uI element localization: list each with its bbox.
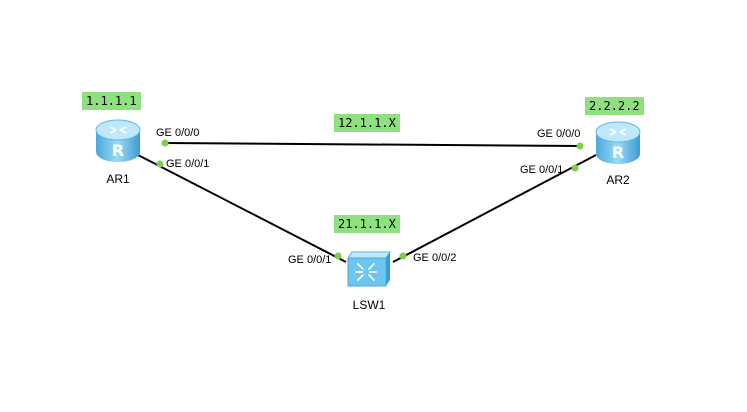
router-icon: R (595, 121, 641, 164)
port-label-ar2-ge001: GE 0/0/1 (520, 164, 564, 176)
port-label-ar2-ge000: GE 0/0/0 (537, 128, 581, 140)
port-label-lsw1-ge002: GE 0/0/2 (413, 252, 457, 264)
link-ar1-ar2[interactable] (164, 142, 581, 147)
device-name-ar1: AR1 (106, 172, 130, 186)
router-ar1[interactable]: R (94, 118, 142, 164)
router-icon: R (95, 119, 141, 162)
router-glyph: R (112, 141, 124, 160)
port-dot-lsw1-ge001[interactable] (334, 252, 342, 260)
router-glyph: R (612, 143, 624, 162)
ip-tag-ar2: 2.2.2.2 (585, 97, 644, 115)
subnet-tag-ar1-ar2: 12.1.1.X (334, 114, 400, 132)
port-label-ar1-ge001: GE 0/0/1 (166, 158, 210, 170)
port-dot-ar2-ge000[interactable] (576, 142, 584, 150)
port-dot-ar2-ge001[interactable] (571, 164, 579, 172)
router-ar2[interactable]: R (594, 120, 642, 166)
port-label-lsw1-ge001: GE 0/0/1 (288, 254, 332, 266)
link-ar2-lsw1[interactable] (392, 154, 597, 263)
switch-lsw1[interactable] (346, 250, 392, 288)
port-dot-ar1-ge001[interactable] (156, 160, 164, 168)
switch-icon (347, 251, 391, 287)
device-name-lsw1: LSW1 (352, 298, 386, 312)
port-dot-ar1-ge000[interactable] (161, 139, 169, 147)
device-name-ar2: AR2 (606, 173, 630, 187)
link-ar1-lsw1[interactable] (137, 154, 347, 263)
port-label-ar1-ge000: GE 0/0/0 (156, 127, 200, 139)
subnet-tag-switch: 21.1.1.X (334, 215, 400, 233)
ip-tag-ar1: 1.1.1.1 (82, 92, 141, 110)
port-dot-lsw1-ge002[interactable] (399, 252, 407, 260)
